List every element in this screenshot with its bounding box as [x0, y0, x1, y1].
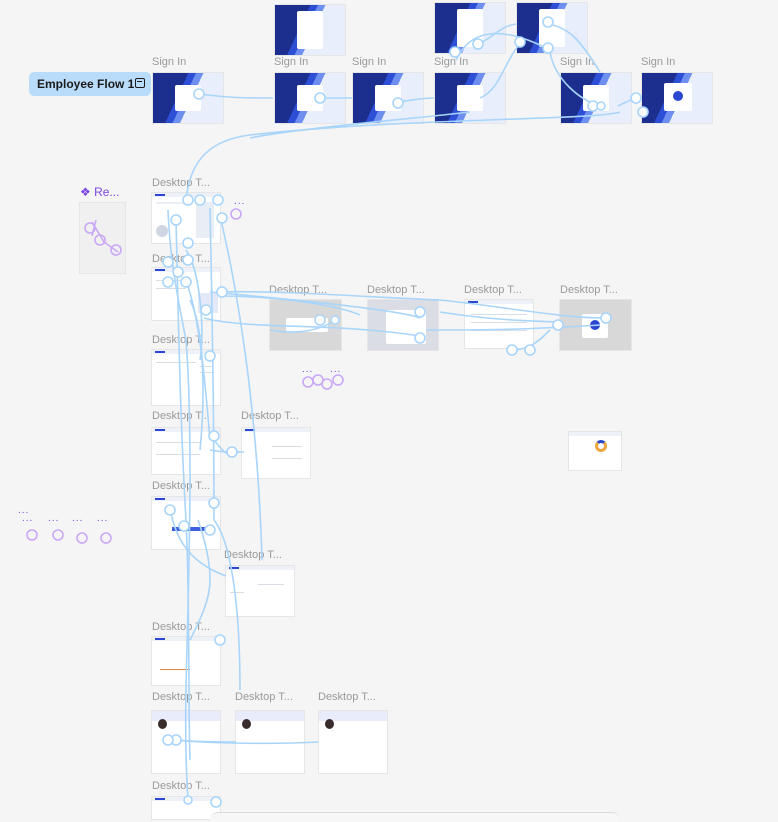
flow-start-button[interactable]: Employee Flow 1 [29, 72, 151, 96]
sign-in-frame[interactable] [561, 73, 631, 123]
desktop-frame[interactable] [152, 193, 220, 243]
frame-title: Desktop T... [241, 410, 299, 422]
frame-title: Desktop T... [560, 284, 618, 296]
sign-in-frame[interactable] [435, 3, 505, 53]
frame-title: Desktop T... [152, 691, 210, 703]
sign-in-frame[interactable] [153, 73, 223, 123]
frame-title: Desktop T... [269, 284, 327, 296]
desktop-frame[interactable] [152, 497, 220, 549]
desktop-frame[interactable] [152, 268, 220, 320]
desktop-frame[interactable] [560, 300, 631, 350]
frame-title: Desktop T... [464, 284, 522, 296]
frame-title: Sign In [560, 56, 595, 68]
desktop-frame[interactable] [152, 428, 220, 474]
more-icon[interactable]: ... [234, 196, 246, 207]
sign-in-frame[interactable] [275, 73, 345, 123]
frame-title: Desktop T... [318, 691, 376, 703]
sign-in-frame[interactable] [353, 73, 423, 123]
frame-title: Sign In [434, 56, 469, 68]
bottom-toolbar[interactable] [210, 812, 620, 822]
desktop-frame[interactable] [465, 300, 533, 348]
desktop-frame[interactable] [242, 428, 310, 478]
frame-title: Desktop T... [152, 621, 210, 633]
frame-title: Desktop T... [152, 334, 210, 346]
frame-title: Desktop T... [224, 549, 282, 561]
desktop-frame[interactable] [319, 711, 387, 773]
sign-in-frame[interactable] [517, 3, 587, 53]
more-icon[interactable]: ... [302, 364, 314, 375]
more-icon[interactable]: ... [48, 513, 60, 524]
component-label: ❖ Re... [80, 185, 120, 199]
desktop-frame[interactable] [270, 300, 341, 350]
frame-title: Sign In [352, 56, 387, 68]
frame-title: Desktop T... [152, 177, 210, 189]
sign-in-frame[interactable] [435, 73, 505, 123]
flow-start-icon [135, 78, 145, 88]
desktop-frame[interactable] [368, 300, 438, 350]
desktop-frame[interactable] [236, 711, 304, 773]
component-frame[interactable] [80, 203, 125, 273]
frame-title: Desktop T... [152, 410, 210, 422]
desktop-frame[interactable] [226, 566, 294, 616]
desktop-frame[interactable] [569, 432, 621, 470]
more-icon[interactable]: ... [72, 513, 84, 524]
frame-title: Desktop T... [235, 691, 293, 703]
frame-title: Sign In [152, 56, 187, 68]
more-icon[interactable]: ... [18, 505, 30, 516]
more-icon[interactable]: ... [97, 513, 109, 524]
frame-title: Desktop T... [152, 780, 210, 792]
desktop-frame[interactable] [152, 711, 220, 773]
flow-name: Employee Flow 1 [37, 77, 135, 91]
desktop-frame[interactable] [152, 350, 220, 405]
sign-in-frame[interactable] [642, 73, 712, 123]
more-icon[interactable]: ... [330, 364, 342, 375]
frame-title: Desktop T... [152, 480, 210, 492]
frame-title: Sign In [641, 56, 676, 68]
sign-in-frame[interactable] [275, 5, 345, 55]
desktop-frame[interactable] [152, 637, 220, 685]
more-icon[interactable]: ... [22, 513, 34, 524]
frame-title: Sign In [274, 56, 309, 68]
frame-title: Desktop T... [367, 284, 425, 296]
frame-title: Desktop T... [152, 253, 210, 265]
